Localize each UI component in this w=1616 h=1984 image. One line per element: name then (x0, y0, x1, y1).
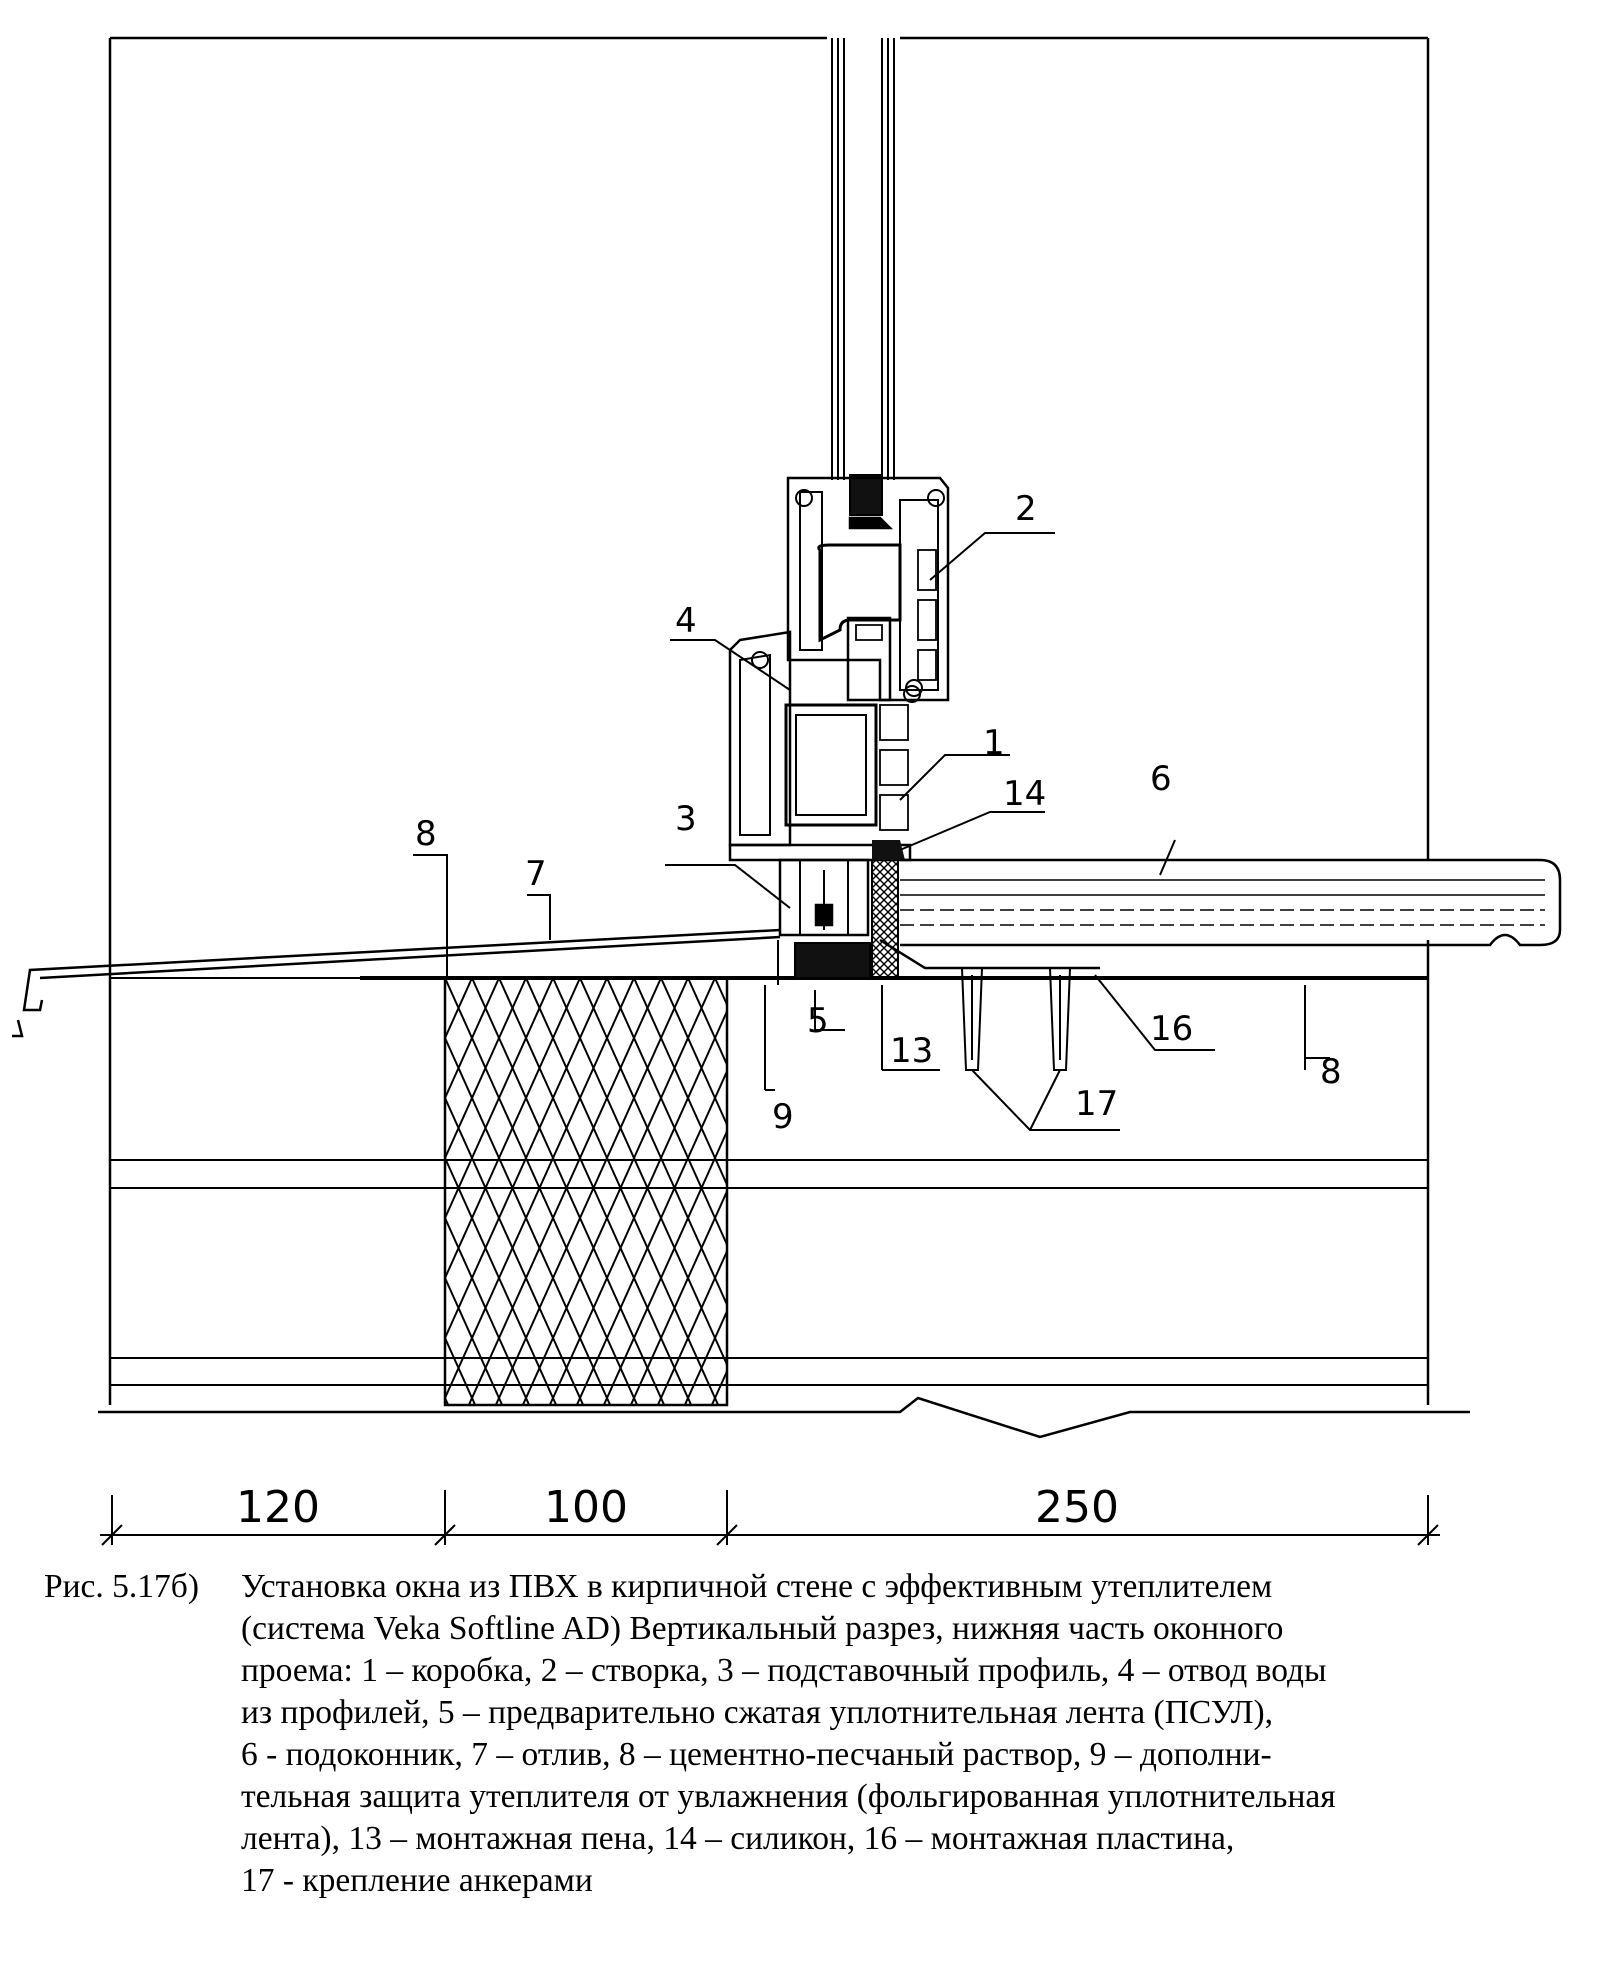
leader-lines (413, 532, 1330, 1131)
caption-line: 6 - подоконник, 7 – отлив, 8 – цементно-… (241, 1736, 1272, 1773)
dimension-labels: 120 100 250 (236, 1482, 1119, 1533)
insulation-layer (443, 976, 729, 1407)
brick-course-lines (110, 977, 1428, 1386)
callout-6: 6 (1150, 759, 1172, 799)
callout-8a: 8 (415, 814, 437, 854)
callout-14: 14 (1003, 774, 1046, 814)
dimension-100: 100 (544, 1482, 628, 1533)
section-drawing: 1 2 3 4 5 6 7 8 8 9 13 14 16 17 120 100 … (12, 36, 1562, 1546)
dimension-120: 120 (236, 1482, 320, 1533)
dimension-line (100, 1490, 1440, 1546)
caption-line: 17 - крепление анкерами (241, 1862, 593, 1899)
break-line (98, 1396, 1470, 1439)
figure-caption-text: Установка окна из ПВХ в кирпичной стене … (241, 1566, 1596, 1902)
caption-line: из профилей, 5 – предварительно сжатая у… (241, 1694, 1273, 1731)
callout-2: 2 (1015, 489, 1037, 529)
caption-line: лента), 13 – монтажная пена, 14 – силико… (241, 1820, 1235, 1857)
glazing-unit (831, 38, 895, 516)
callout-5: 5 (807, 1001, 829, 1041)
caption-line: тельная защита утеплителя от увлажнения … (241, 1778, 1336, 1815)
caption-line: (система Veka Softline AD) Вертикальный … (241, 1610, 1284, 1647)
frame-profile (728, 616, 921, 862)
callout-8b: 8 (1320, 1052, 1342, 1092)
mounting-plate (879, 938, 1100, 970)
figure-label: Рис. 5.17б) (44, 1568, 200, 1605)
callout-labels: 1 2 3 4 5 6 7 8 8 9 13 14 16 17 (415, 489, 1342, 1137)
callout-16: 16 (1150, 1009, 1193, 1049)
window-sill (900, 858, 1562, 947)
support-profile (778, 858, 870, 937)
callout-13: 13 (890, 1031, 933, 1071)
silicone-bead (872, 840, 905, 860)
drip-flashing (12, 928, 781, 1038)
wall-outline (108, 36, 1430, 1405)
dimension-250: 250 (1035, 1482, 1119, 1533)
callout-17: 17 (1075, 1084, 1118, 1124)
callout-4: 4 (675, 601, 697, 641)
sash-profile (786, 476, 950, 702)
callout-1: 1 (983, 723, 1005, 763)
anchors (960, 967, 1072, 1071)
callout-7: 7 (525, 854, 547, 894)
sealing-tape (794, 942, 871, 979)
callout-9: 9 (772, 1097, 794, 1137)
caption-line: Установка окна из ПВХ в кирпичной стене … (241, 1568, 1273, 1605)
callout-3: 3 (675, 799, 697, 839)
caption-line: проема: 1 – коробка, 2 – створка, 3 – по… (241, 1652, 1327, 1689)
mounting-foam (871, 859, 899, 979)
